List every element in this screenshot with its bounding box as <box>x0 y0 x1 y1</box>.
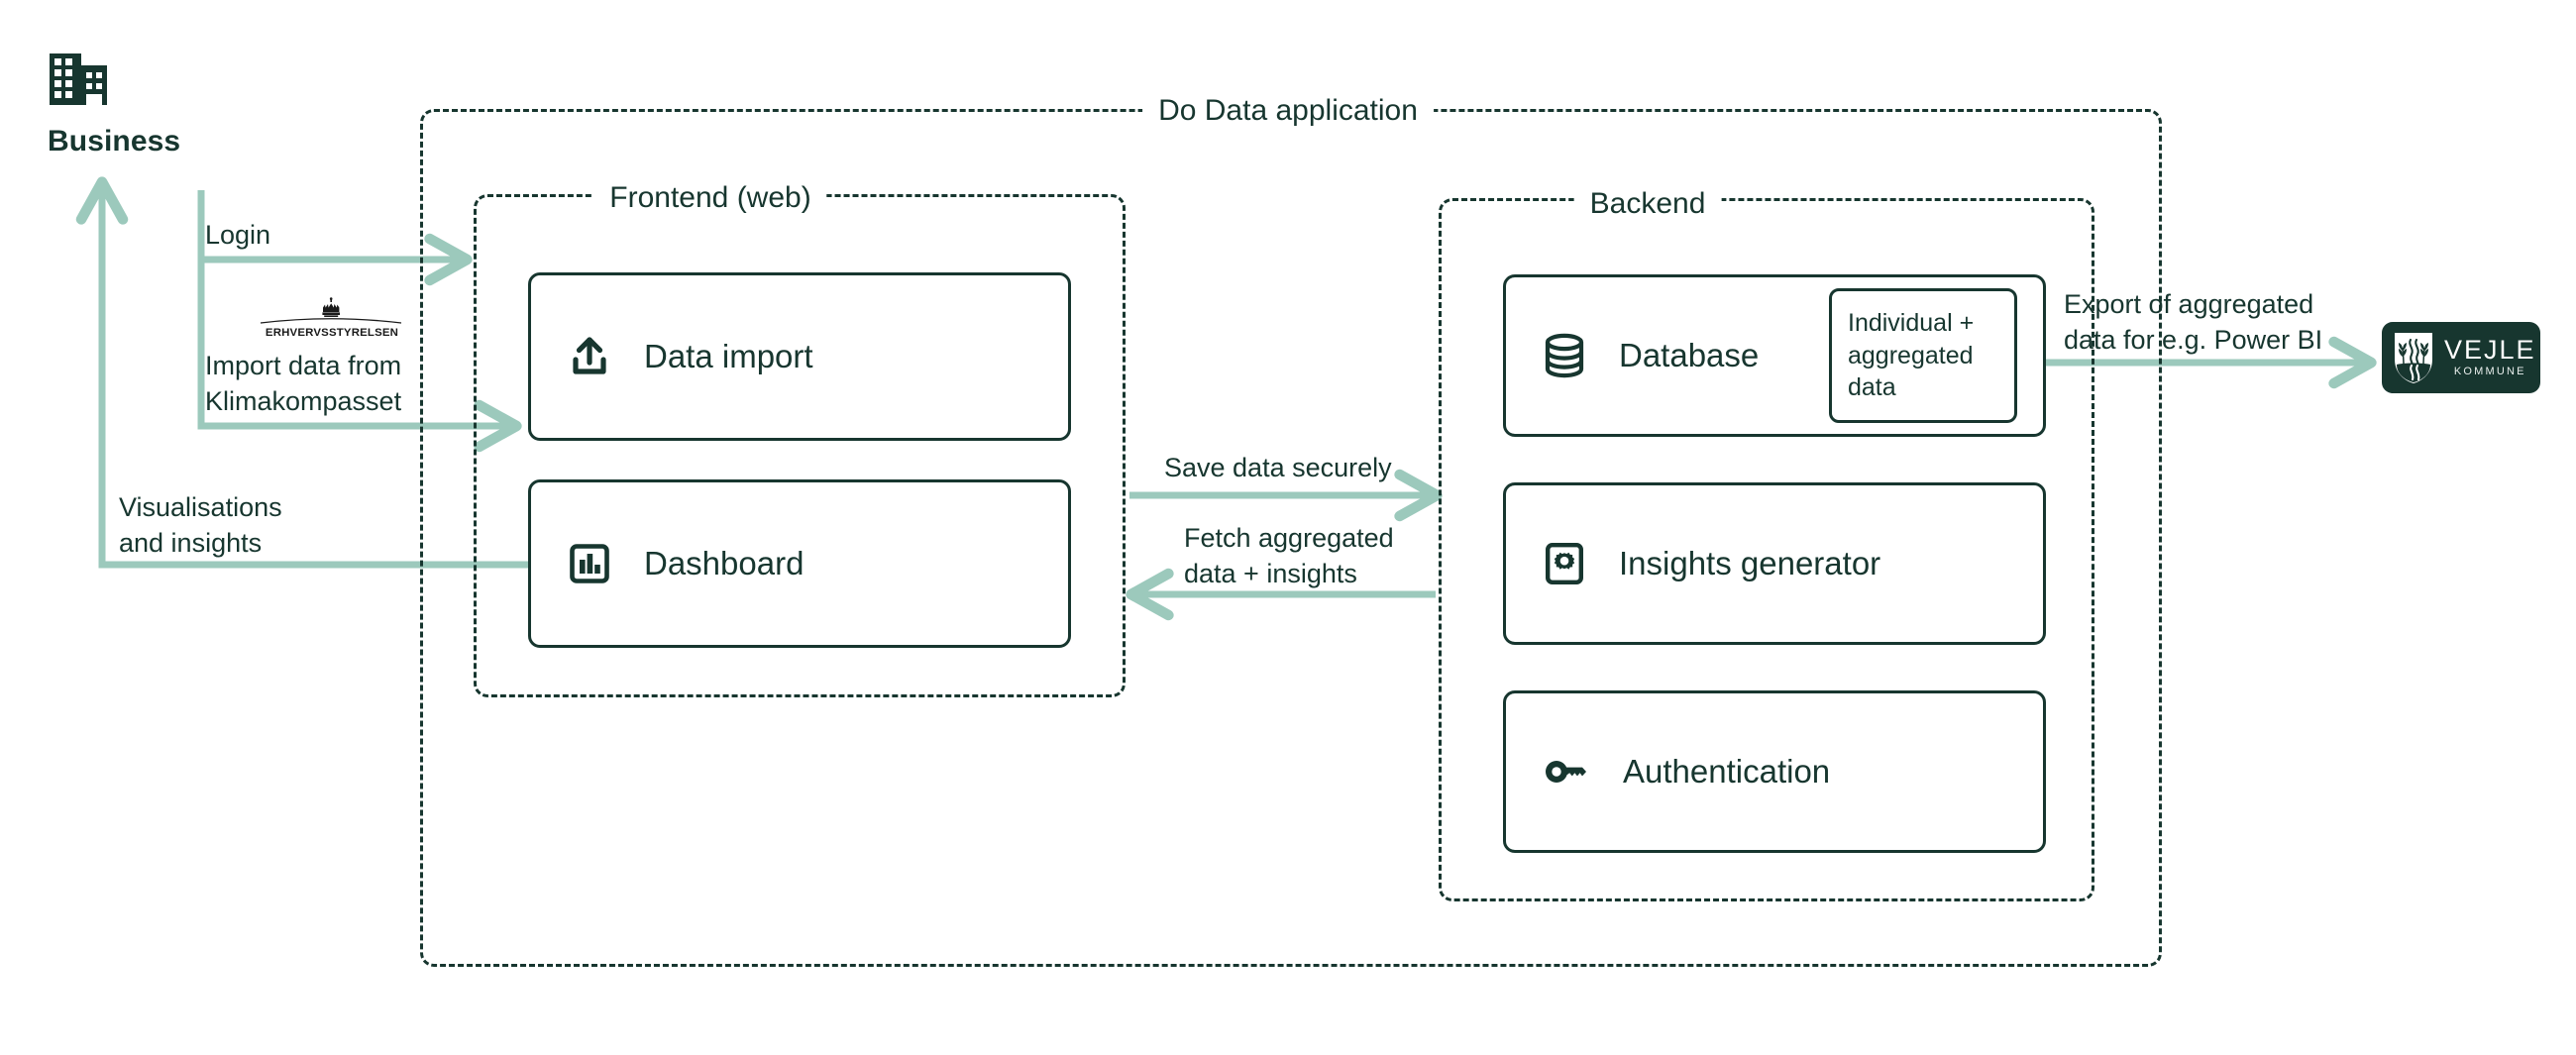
bar-chart-icon <box>569 543 610 584</box>
danish-crown-icon: ERHVERVSSTYRELSEN <box>260 297 402 339</box>
component-data-import[interactable]: Data import <box>528 272 1071 441</box>
vejle-kommune-logo: VEJLE KOMMUNE <box>2382 322 2540 393</box>
vejle-shield-icon <box>2395 333 2432 383</box>
vejle-sub: KOMMUNE <box>2453 366 2526 378</box>
container-backend <box>1439 198 2094 901</box>
database-label: Database <box>1619 337 1760 373</box>
authentication-label: Authentication <box>1623 753 1831 790</box>
gear-icon <box>1544 541 1585 586</box>
business-label: Business <box>48 125 181 158</box>
edge-label-login: Login <box>205 220 271 250</box>
container-title-frontend: Frontend (web) <box>593 183 827 213</box>
database-sub-label: Individual + aggregated data <box>1848 309 1975 402</box>
component-authentication[interactable]: Authentication <box>1503 690 2046 853</box>
vejle-wordmark: VEJLE KOMMUNE <box>2444 334 2536 378</box>
erhvervsstyrelsen-mark: ERHVERVSSTYRELSEN <box>253 297 411 346</box>
database-cylinder-icon <box>1544 333 1585 378</box>
component-insights-generator[interactable]: Insights generator <box>1503 482 2046 645</box>
erhvervsstyrelsen-wordmark: ERHVERVSSTYRELSEN <box>266 327 398 339</box>
vejle-name: VEJLE <box>2444 334 2536 365</box>
data-import-label: Data import <box>644 338 813 374</box>
upload-icon <box>569 336 610 377</box>
container-title-backend: Backend <box>1573 189 1722 219</box>
component-database[interactable]: Database Individual + aggregated data <box>1503 274 2046 437</box>
dashboard-label: Dashboard <box>644 545 805 581</box>
component-dashboard[interactable]: Dashboard <box>528 479 1071 648</box>
edge-label-save: Save data securely <box>1164 453 1392 482</box>
edge-label-fetch: Fetch aggregated data + insights <box>1184 523 1394 588</box>
insights-generator-label: Insights generator <box>1619 545 1881 581</box>
container-title-application: Do Data application <box>1142 96 1434 126</box>
actor-business: Business <box>48 52 226 160</box>
database-sub-box: Individual + aggregated data <box>1829 288 2017 423</box>
edge-label-export: Export of aggregated data for e.g. Power… <box>2064 289 2323 355</box>
edge-label-visualisations: Visualisations and insights <box>119 492 282 558</box>
office-building-icon <box>50 53 107 105</box>
edge-label-import: Import data from Klimakompasset <box>205 351 402 416</box>
key-icon <box>1544 757 1589 787</box>
